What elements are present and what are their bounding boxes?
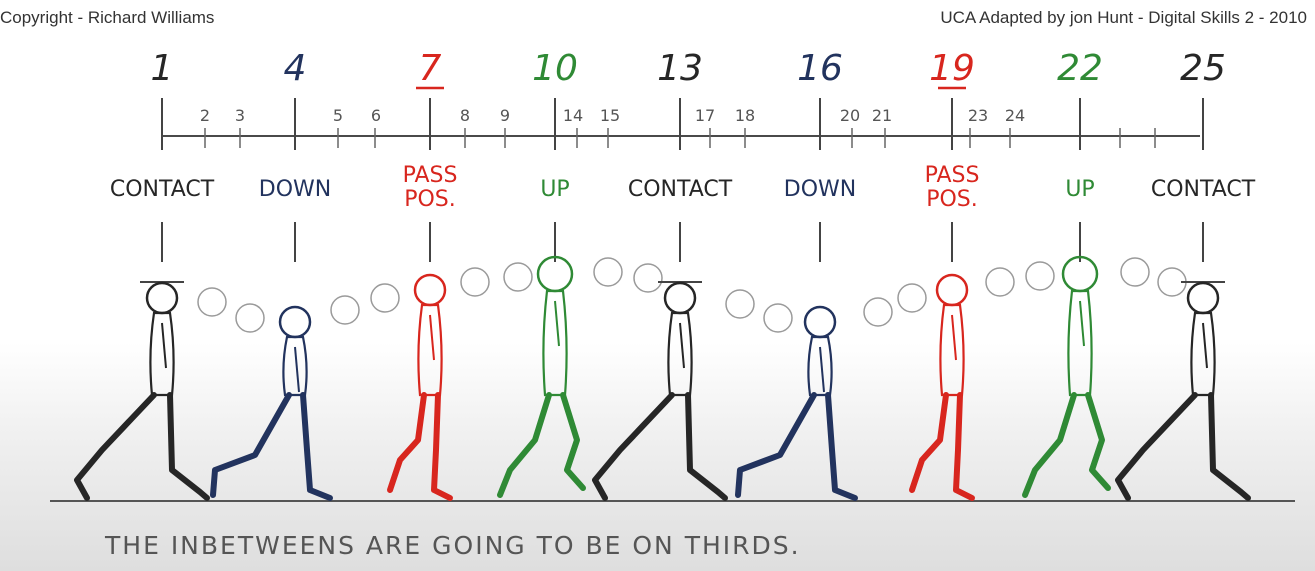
figure-leg [1085,392,1111,491]
figure-leg [210,392,292,498]
figure-leg [735,392,817,498]
inbetween-frame-number: 8 [460,106,470,125]
inbetween-head-circle [593,257,623,287]
inbetween-frame-number: 9 [500,106,510,125]
key-frame-number: 4 [284,48,307,89]
inbetween-head-circle [370,283,400,313]
inbetween-head-circle [330,295,360,325]
inbetween-head-circle [1120,257,1150,287]
figure-leg [74,392,157,501]
figure-leg [300,392,333,501]
figure-torso [807,335,833,397]
figure-arm [161,322,167,369]
figure-leg [685,392,728,501]
figure-leg [431,392,453,501]
figure-leg [825,392,858,501]
inbetween-head-circle [725,289,755,319]
key-pose-label: CONTACT [110,177,215,202]
inbetween-frame-number: 18 [735,106,755,125]
figure-leg [592,392,675,501]
figure-leg [497,392,552,498]
figure-leg [387,392,427,493]
key-frame-number: 1 [151,48,174,89]
figure-leg [953,392,975,501]
key-frame-number: 19 [929,48,975,89]
figure-head [278,305,312,339]
inbetween-frame-number: 14 [563,106,583,125]
key-pose-label: CONTACT [628,177,733,202]
key-pose-label: UP [540,177,569,202]
inbetween-head-circle [235,303,265,333]
inbetween-head-circle [763,303,793,333]
figure-head [145,281,179,315]
figure-leg [560,392,586,491]
figure-head [803,305,837,339]
inbetween-head-circle [897,283,927,313]
inbetween-frame-number: 15 [600,106,620,125]
key-frame-number: 22 [1057,48,1103,89]
figure-torso [282,335,308,397]
figure-leg [1022,392,1077,498]
key-frame-number: 16 [797,48,843,89]
inbetween-head-circle [633,263,663,293]
figure-leg [167,392,210,501]
figure-arm [429,314,435,361]
inbetween-frame-number: 24 [1005,106,1025,125]
figure-arm [1202,322,1208,369]
inbetween-head-circle [503,262,533,292]
key-pose-label: DOWN [259,177,331,202]
key-frame-number: 10 [532,48,578,89]
key-pose-label: UP [1065,177,1094,202]
figure-arm [554,300,560,347]
inbetween-head-circle [1025,261,1055,291]
figure-head [1186,281,1220,315]
figure-head [413,273,447,307]
key-pose-label: DOWN [784,177,856,202]
figure-head [536,255,574,293]
figure-leg [909,392,949,493]
key-frame-number: 13 [657,48,703,89]
figure-arm [679,322,685,369]
copyright-text: Copyright - Richard Williams [0,8,215,27]
footer-note: THE INBETWEENS ARE GOING TO BE ON THIRDS… [104,531,801,560]
inbetween-frame-number: 5 [333,106,343,125]
figure-arm [819,346,825,393]
inbetween-frame-number: 21 [872,106,892,125]
inbetween-frame-number: 20 [840,106,860,125]
key-frame-number: 25 [1180,48,1226,89]
figure-arm [1079,300,1085,347]
figure-arm [951,314,957,361]
inbetween-frame-number: 23 [968,106,988,125]
figure-head [663,281,697,315]
figure-arm [294,346,300,393]
inbetween-head-circle [460,267,490,297]
inbetween-frame-number: 17 [695,106,715,125]
credit-text: UCA Adapted by jon Hunt - Digital Skills… [940,8,1307,27]
figure-head [1061,255,1099,293]
key-frame-number: 7 [419,48,442,89]
inbetween-head-circle [197,287,227,317]
inbetween-frame-number: 6 [371,106,381,125]
key-pose-label: CONTACT [1151,177,1256,202]
figure-leg [1208,392,1251,501]
inbetween-frame-number: 3 [235,106,245,125]
figure-leg [1115,392,1198,501]
inbetween-frame-number: 2 [200,106,210,125]
figure-head [935,273,969,307]
inbetween-head-circle [863,297,893,327]
inbetween-head-circle [985,267,1015,297]
